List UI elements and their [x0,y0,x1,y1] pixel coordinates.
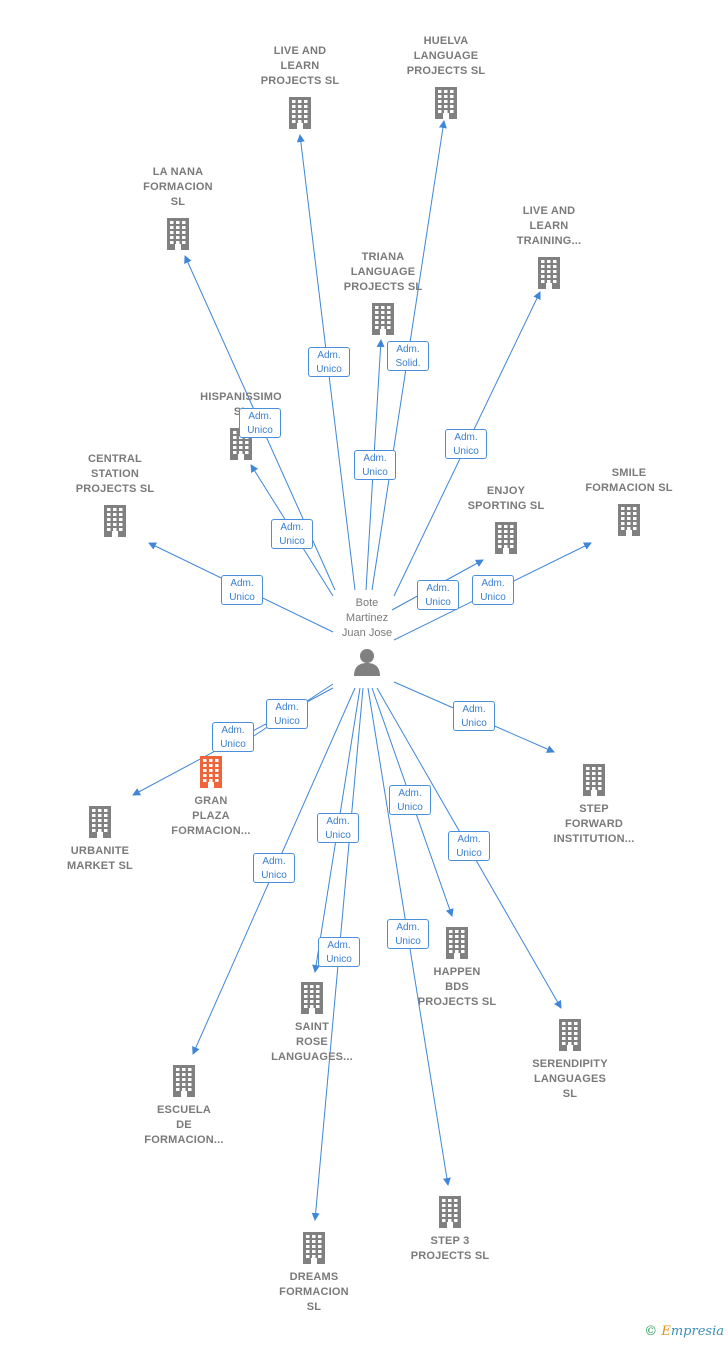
empresia-footer[interactable]: © Empresia [644,1324,724,1339]
company-node-gran-plaza[interactable]: GRAN PLAZA FORMACION... [151,754,271,839]
company-label: DREAMS FORMACION SL [279,1271,349,1313]
role-badge-live-and-learn-training[interactable]: Adm. Unico [445,429,487,459]
company-label: SAINT ROSE LANGUAGES... [271,1021,353,1063]
role-badge-step-forward[interactable]: Adm. Unico [453,701,495,731]
role-badge-happen-bds[interactable]: Adm. Unico [389,785,431,815]
company-node-huelva-language[interactable]: HUELVA LANGUAGE PROJECTS SL [386,34,506,121]
company-node-la-nana[interactable]: LA NANA FORMACION SL [118,165,238,252]
role-badge-enjoy-sporting[interactable]: Adm. Unico [417,580,459,610]
company-node-triana-language[interactable]: TRIANA LANGUAGE PROJECTS SL [323,250,443,337]
role-badge-huelva-language[interactable]: Adm. Solid. [387,341,429,371]
company-node-enjoy-sporting[interactable]: ENJOY SPORTING SL [446,484,566,556]
person-icon [354,649,380,676]
role-badge-live-and-learn-projects[interactable]: Adm. Unico [308,347,350,377]
company-label: SMILE FORMACION SL [585,467,673,494]
company-label: STEP FORWARD INSTITUTION... [553,803,635,845]
building-icon [559,1019,581,1051]
company-node-happen-bds[interactable]: HAPPEN BDS PROJECTS SL [397,925,517,1010]
role-badge-step-3[interactable]: Adm. Unico [387,919,429,949]
role-badge-la-nana[interactable]: Adm. Unico [239,408,281,438]
company-node-step-forward[interactable]: STEP FORWARD INSTITUTION... [534,762,654,847]
company-node-smile-formacion[interactable]: SMILE FORMACION SL [569,466,689,538]
role-badge-smile-formacion[interactable]: Adm. Unico [472,575,514,605]
building-icon [173,1065,195,1097]
company-node-escuela[interactable]: ESCUELA DE FORMACION... [124,1063,244,1148]
company-label: LA NANA FORMACION SL [143,166,213,208]
building-icon [446,927,468,959]
building-icon [583,764,605,796]
company-node-live-and-learn-projects[interactable]: LIVE AND LEARN PROJECTS SL [240,44,360,131]
company-node-serendipity[interactable]: SERENDIPITY LANGUAGES SL [510,1017,630,1102]
building-icon [495,522,517,554]
role-badge-dreams[interactable]: Adm. Unico [318,937,360,967]
company-label: GRAN PLAZA FORMACION... [171,795,251,837]
building-icon [618,504,640,536]
role-badge-escuela[interactable]: Adm. Unico [253,853,295,883]
brand-initial: E [661,1324,671,1339]
company-label: HAPPEN BDS PROJECTS SL [417,966,497,1008]
person-node[interactable]: Bote Martinez Juan Jose [336,596,398,682]
building-icon [303,1232,325,1264]
company-label: CENTRAL STATION PROJECTS SL [75,453,155,495]
role-badge-hispanissimo[interactable]: Adm. Unico [271,519,313,549]
building-icon [372,303,394,335]
company-node-live-and-learn-training[interactable]: LIVE AND LEARN TRAINING... [489,204,609,291]
company-label: URBANITE MARKET SL [67,845,133,872]
company-label: SERENDIPITY LANGUAGES SL [532,1058,608,1100]
building-icon [200,756,222,788]
building-icon [89,806,111,838]
company-label: STEP 3 PROJECTS SL [410,1235,490,1262]
role-badge-triana-language[interactable]: Adm. Unico [354,450,396,480]
building-icon [435,87,457,119]
company-label: LIVE AND LEARN PROJECTS SL [260,45,340,87]
company-label: ENJOY SPORTING SL [467,485,545,512]
role-badge-central-station[interactable]: Adm. Unico [221,575,263,605]
company-label: ESCUELA DE FORMACION... [144,1104,224,1146]
building-icon [104,505,126,537]
building-icon [167,218,189,250]
company-label: LIVE AND LEARN TRAINING... [516,205,582,247]
role-badge-gran-plaza[interactable]: Adm. Unico [266,699,308,729]
building-icon [289,97,311,129]
copyright-symbol: © [644,1324,658,1339]
company-label: HUELVA LANGUAGE PROJECTS SL [406,35,486,77]
building-icon [439,1196,461,1228]
building-icon [538,257,560,289]
building-icon [301,982,323,1014]
company-node-central-station[interactable]: CENTRAL STATION PROJECTS SL [55,452,175,539]
role-badge-saint-rose[interactable]: Adm. Unico [317,813,359,843]
role-badge-urbanite-market[interactable]: Adm. Unico [212,722,254,752]
company-label: TRIANA LANGUAGE PROJECTS SL [343,251,423,293]
company-node-step-3[interactable]: STEP 3 PROJECTS SL [390,1194,510,1264]
role-badge-serendipity[interactable]: Adm. Unico [448,831,490,861]
person-label: Bote Martinez Juan Jose [341,597,393,639]
company-node-urbanite-market[interactable]: URBANITE MARKET SL [40,804,160,874]
company-node-dreams[interactable]: DREAMS FORMACION SL [254,1230,374,1315]
company-node-saint-rose[interactable]: SAINT ROSE LANGUAGES... [252,980,372,1065]
brand-name: mpresia [670,1324,724,1339]
